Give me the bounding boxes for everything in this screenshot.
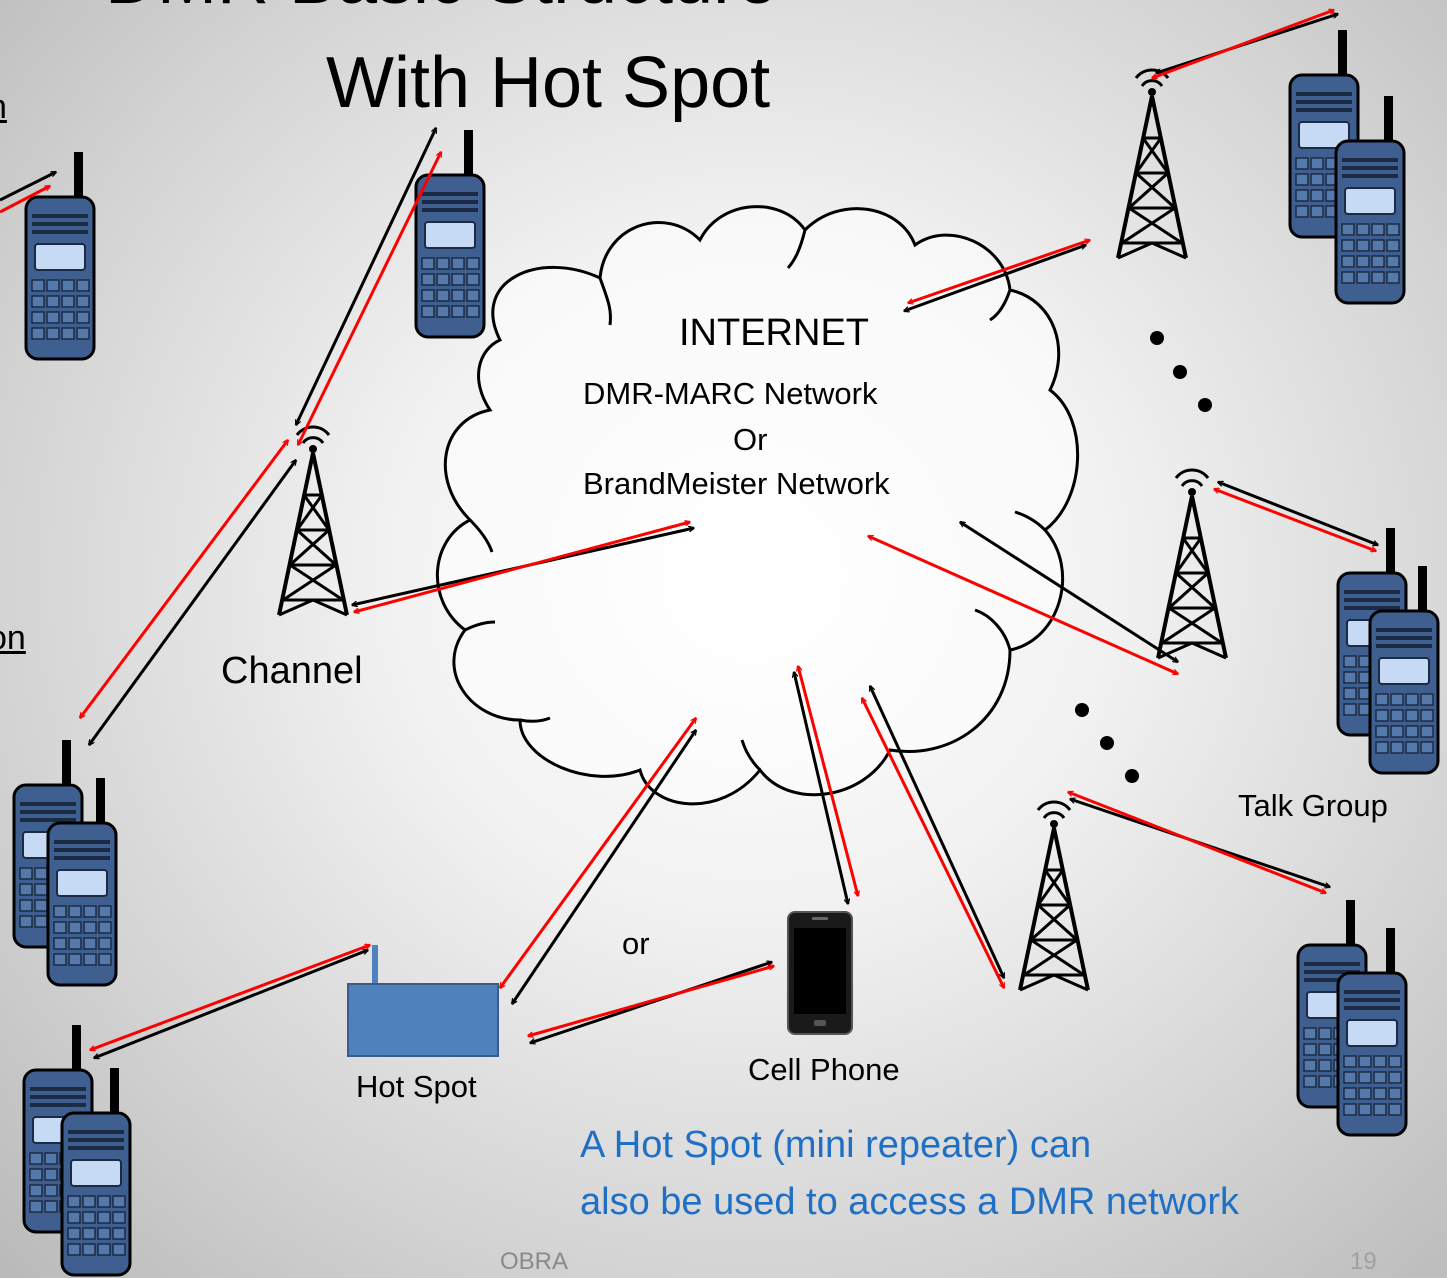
footer-label: OBRA [500, 1248, 569, 1275]
internet-cloud [435, 205, 1079, 806]
cloud-line-3: BrandMeister Network [583, 466, 890, 501]
page-number: 19 [1350, 1248, 1377, 1275]
slide-title: DMR Basic Structure [105, 0, 777, 20]
edge-label-top-left: n [0, 88, 7, 127]
cell-phone [787, 911, 853, 1035]
cloud-line-2: Or [733, 422, 768, 457]
talk-group-label: Talk Group [1238, 788, 1388, 823]
cloud-line-1: DMR-MARC Network [583, 376, 878, 411]
cell-phone-label: Cell Phone [748, 1052, 900, 1087]
tower-mid-right [1156, 468, 1228, 660]
tower-top-right [1116, 68, 1188, 260]
slide-subtitle: With Hot Spot [326, 43, 771, 123]
or-label: or [622, 926, 650, 961]
ellipsis-dots-lower [1075, 703, 1139, 783]
hotspot-device [347, 945, 499, 1057]
edge-label-mid-left: on [0, 619, 26, 657]
hot-spot-label: Hot Spot [356, 1069, 477, 1104]
note-line-2: also be used to access a DMR network [580, 1181, 1239, 1223]
channel-label: Channel [221, 650, 363, 692]
cloud-title: INTERNET [679, 312, 869, 354]
tower-bottom-right [1018, 800, 1090, 992]
note-line-1: A Hot Spot (mini repeater) can [580, 1124, 1092, 1166]
radio-top-center [414, 128, 486, 339]
link-arrows [0, 10, 1378, 1058]
channel-tower [277, 425, 349, 617]
ellipsis-dots-upper [1150, 331, 1212, 412]
